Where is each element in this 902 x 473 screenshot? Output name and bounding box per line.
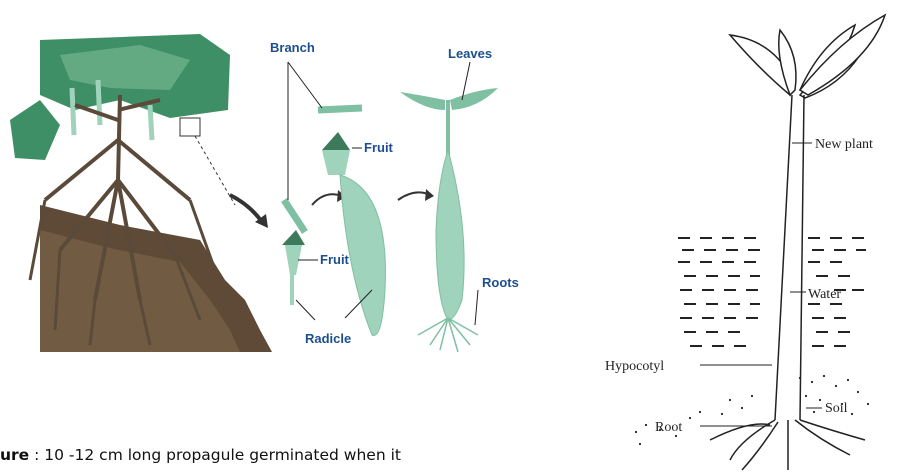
label-hypocotyl: Hypocotyl	[605, 359, 664, 374]
label-roots: Roots	[482, 275, 519, 290]
label-new-plant: New plant	[815, 137, 873, 152]
label-branch: Branch	[270, 40, 315, 55]
propagule-stages	[282, 62, 498, 352]
caption-text: : 10 -12 cm long propagule germinated wh…	[29, 446, 401, 464]
mangrove-tree-illustration	[10, 34, 272, 352]
label-fruit-upper: Fruit	[364, 140, 394, 155]
label-water: Water	[808, 287, 841, 302]
seedling-line-drawing	[636, 15, 885, 470]
label-fruit-lower: Fruit	[320, 252, 350, 267]
label-root: Root	[655, 420, 682, 435]
caption-bold: ure	[0, 446, 29, 464]
label-soil: Soil	[825, 401, 848, 416]
label-radicle: Radicle	[305, 331, 351, 346]
figure-caption: ure : 10 -12 cm long propagule germinate…	[0, 446, 401, 464]
label-leaves: Leaves	[448, 46, 492, 61]
